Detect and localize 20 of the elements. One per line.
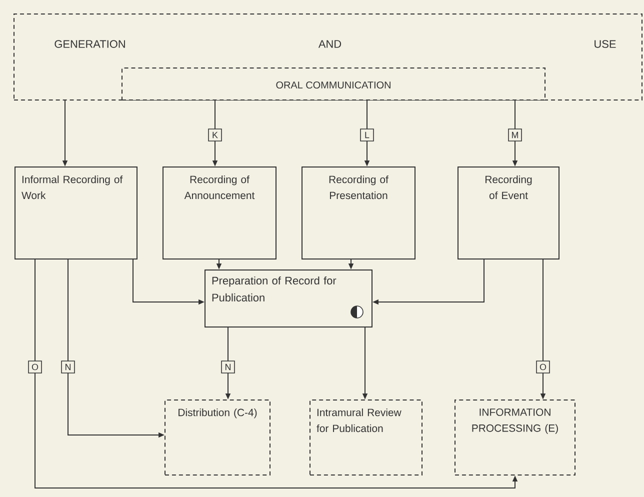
dashed-box: Distribution (C-4) <box>164 400 270 476</box>
edge-label: O <box>28 360 42 374</box>
edge-label: O <box>536 360 550 374</box>
process-box: Informal Recording of Work <box>14 166 138 260</box>
process-box: Recording of Presentation <box>302 166 416 260</box>
edge-label: N <box>61 360 75 374</box>
process-box: Recording of Event <box>458 166 560 260</box>
edge-label: N <box>221 360 235 374</box>
edge-label: L <box>360 128 374 142</box>
dashed-box: INFORMATION PROCESSING (E) <box>454 400 576 476</box>
band-text: GENERATION <box>54 40 125 48</box>
process-box: Preparation of Record for Publication <box>204 270 372 328</box>
process-box: Recording of Announcement <box>162 166 276 260</box>
edge-label: K <box>208 128 222 142</box>
dashed-box: Intramural Review for Publication <box>310 400 422 476</box>
band-text: AND <box>318 40 342 48</box>
band-text: USE <box>594 40 616 48</box>
dashed-band <box>14 14 642 100</box>
dashed-box: ORAL COMMUNICATION <box>122 68 546 100</box>
edge-label: M <box>508 128 522 142</box>
